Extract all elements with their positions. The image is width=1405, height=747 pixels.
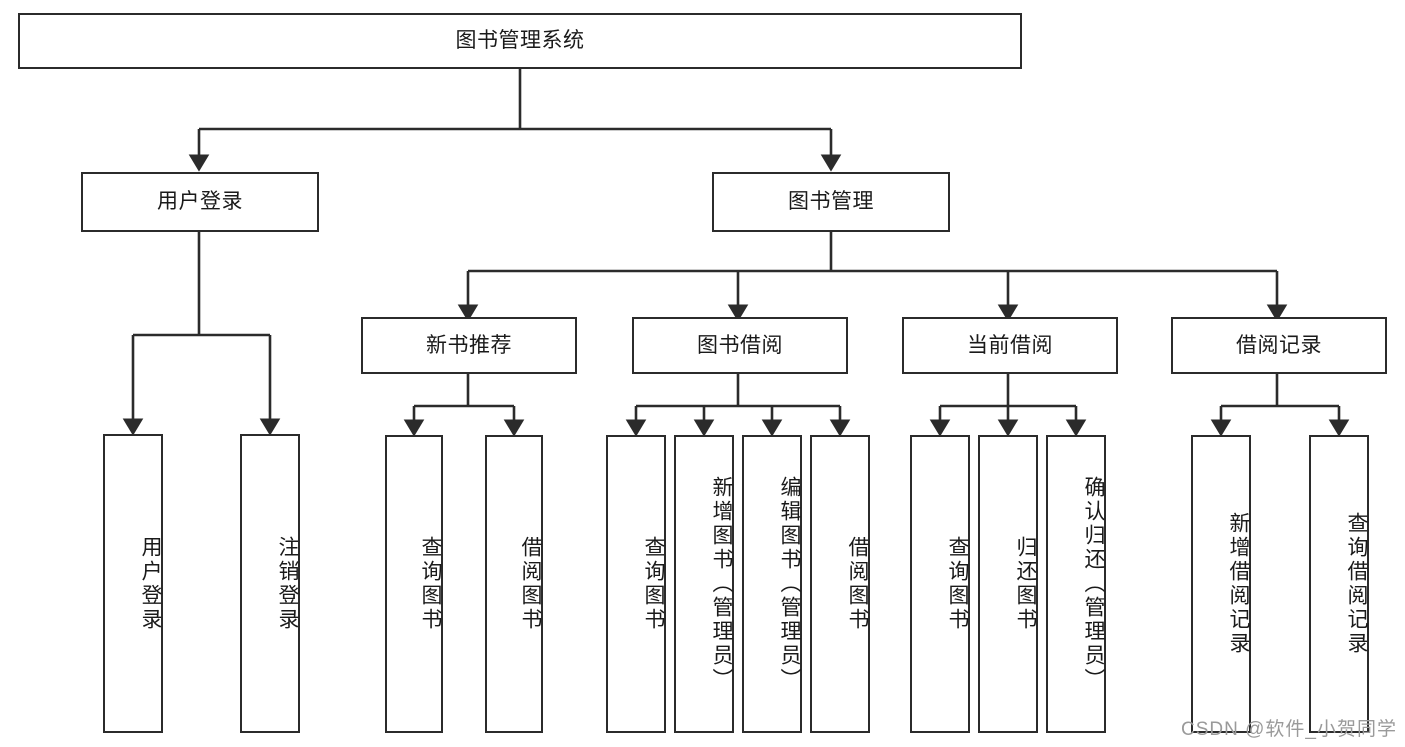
- node-leaf-edit-book[interactable]: 编辑图书（管理员）: [742, 435, 802, 733]
- node-leaf-logout-login-label: 注销登录: [276, 535, 299, 632]
- node-new-book-recommend[interactable]: 新书推荐: [361, 317, 577, 374]
- node-leaf-add-record[interactable]: 新增借阅记录: [1191, 435, 1251, 733]
- node-leaf-edit-book-label: 编辑图书（管理员）: [778, 476, 801, 692]
- node-leaf-user-login[interactable]: 用户登录: [103, 434, 163, 733]
- node-leaf-add-book-label: 新增图书（管理员）: [710, 476, 733, 692]
- node-root[interactable]: 图书管理系统: [18, 13, 1022, 69]
- node-leaf-query-book-3-label: 查询图书: [946, 536, 969, 632]
- node-leaf-query-book-2[interactable]: 查询图书: [606, 435, 666, 733]
- node-leaf-query-book-3[interactable]: 查询图书: [910, 435, 970, 733]
- node-user-login[interactable]: 用户登录: [81, 172, 319, 232]
- node-new-book-recommend-label: 新书推荐: [426, 333, 512, 357]
- node-leaf-confirm-return[interactable]: 确认归还（管理员）: [1046, 435, 1106, 733]
- node-book-borrow[interactable]: 图书借阅: [632, 317, 848, 374]
- node-borrow-record-label: 借阅记录: [1236, 333, 1322, 357]
- node-current-borrow-label: 当前借阅: [967, 333, 1053, 357]
- node-leaf-query-record[interactable]: 查询借阅记录: [1309, 435, 1369, 733]
- node-leaf-borrow-book-1[interactable]: 借阅图书: [485, 435, 543, 733]
- node-leaf-return-book[interactable]: 归还图书: [978, 435, 1038, 733]
- node-borrow-record[interactable]: 借阅记录: [1171, 317, 1387, 374]
- node-leaf-query-record-label: 查询借阅记录: [1345, 512, 1368, 656]
- node-leaf-add-book[interactable]: 新增图书（管理员）: [674, 435, 734, 733]
- node-leaf-confirm-return-label: 确认归还（管理员）: [1082, 476, 1105, 692]
- node-leaf-user-login-label: 用户登录: [139, 535, 162, 632]
- node-book-borrow-label: 图书借阅: [697, 333, 783, 357]
- node-leaf-return-book-label: 归还图书: [1014, 536, 1037, 632]
- node-leaf-query-book-1-label: 查询图书: [419, 536, 442, 632]
- node-leaf-logout-login[interactable]: 注销登录: [240, 434, 300, 733]
- watermark-text: CSDN @软件_小贺同学: [1181, 719, 1397, 740]
- node-current-borrow[interactable]: 当前借阅: [902, 317, 1118, 374]
- node-leaf-borrow-book-2[interactable]: 借阅图书: [810, 435, 870, 733]
- node-leaf-query-book-2-label: 查询图书: [642, 536, 665, 632]
- node-leaf-borrow-book-2-label: 借阅图书: [846, 536, 869, 632]
- node-user-login-label: 用户登录: [157, 190, 243, 214]
- node-root-label: 图书管理系统: [455, 29, 585, 53]
- node-book-manage-label: 图书管理: [788, 190, 874, 214]
- node-leaf-borrow-book-1-label: 借阅图书: [519, 536, 542, 632]
- node-book-manage[interactable]: 图书管理: [712, 172, 950, 232]
- node-leaf-query-book-1[interactable]: 查询图书: [385, 435, 443, 733]
- node-leaf-add-record-label: 新增借阅记录: [1227, 512, 1250, 656]
